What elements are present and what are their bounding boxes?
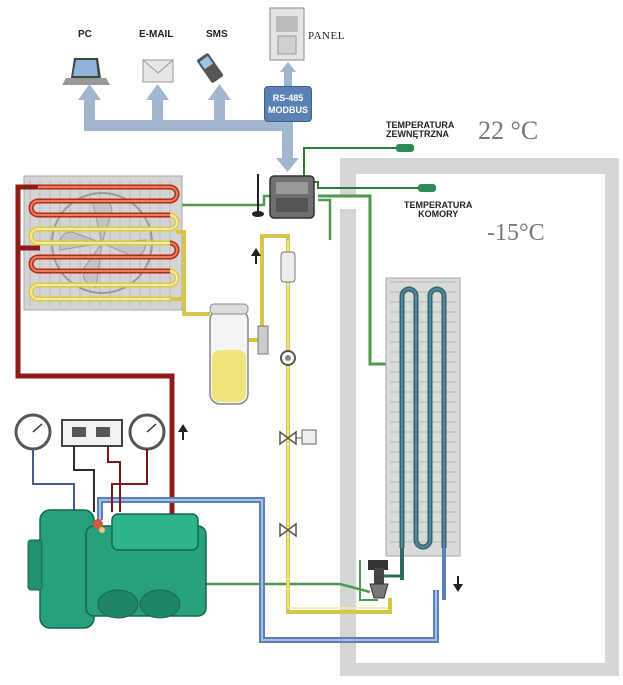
outside-temp-label-line1: TEMPERATURA xyxy=(386,120,455,130)
flow-arrows xyxy=(178,248,463,592)
chamber-temp-label-line2: KOMORY xyxy=(418,209,459,220)
discharge-line xyxy=(15,184,175,520)
chamber-temp-label-line1: TEMPERATURA xyxy=(404,200,473,210)
chamber-temp-label: TEMPERATURA KOMORY xyxy=(404,200,473,220)
evaporator xyxy=(385,277,461,600)
rs485-modbus-badge: RS-485 MODBUS xyxy=(264,86,312,122)
filter-drier xyxy=(280,251,296,283)
sms-label: SMS xyxy=(206,29,228,40)
modbus-label: MODBUS xyxy=(268,105,308,115)
shutoff-valve xyxy=(279,522,297,538)
pc-label: PC xyxy=(78,29,92,40)
outside-temp-sensor xyxy=(396,144,414,152)
pressure-controller xyxy=(61,419,123,447)
liquid-receiver xyxy=(209,303,269,405)
sensor-wires xyxy=(180,147,425,601)
chamber-temp-value: -15°C xyxy=(487,220,545,246)
suction-line xyxy=(97,497,439,643)
chamber-temp-sensor xyxy=(418,184,436,192)
mobile-phone-icon xyxy=(197,53,223,83)
low-pressure-gauge xyxy=(14,413,52,451)
controller-module xyxy=(252,174,315,219)
outside-temp-label-line2: ZEWNĘTRZNA xyxy=(386,129,449,140)
rs485-label: RS-485 xyxy=(272,93,304,103)
email-label: E-MAIL xyxy=(139,29,174,40)
communication-arrows xyxy=(78,62,299,172)
sight-glass xyxy=(280,350,296,366)
envelope-icon xyxy=(142,59,174,83)
expansion-valve xyxy=(368,560,402,599)
gauge-tubes xyxy=(32,446,148,512)
control-panel-icon xyxy=(269,7,305,61)
outside-temp-value: 22 °C xyxy=(478,116,539,145)
panel-label: PANEL xyxy=(308,30,345,42)
laptop-icon xyxy=(62,58,110,85)
compressor xyxy=(27,509,207,629)
outside-temp-label: TEMPERATURA ZEWNĘTRZNA xyxy=(386,120,455,140)
solenoid-valve xyxy=(279,429,317,446)
high-pressure-gauge xyxy=(128,413,166,451)
condenser xyxy=(23,175,183,311)
